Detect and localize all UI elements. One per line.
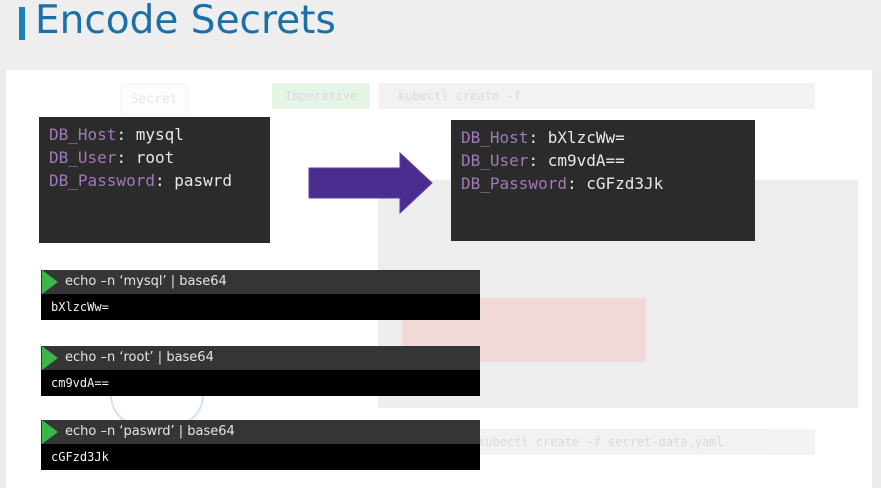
terminal-output: bXlzcWw= xyxy=(41,294,480,320)
background-imperative-label: Imperative xyxy=(272,83,370,109)
encoded-secret-row: DB_Password: cGFzd3Jk xyxy=(461,174,664,193)
secret-value: mysql xyxy=(135,125,184,144)
terminal-command-bar: echo –n ‘root’ | base64 xyxy=(41,346,480,370)
secret-key: DB_User xyxy=(461,151,529,170)
plain-secret-row: DB_User: root xyxy=(49,148,175,167)
encoded-secrets-box: DB_Host: bXlzcWw= DB_User: cm9vdA== DB_P… xyxy=(451,120,755,241)
plain-secret-row: DB_Host: mysql xyxy=(49,125,184,144)
terminal-command: echo –n ‘mysql’ | base64 xyxy=(65,274,227,289)
secret-key: DB_Host xyxy=(461,128,529,147)
terminal-snippet: echo –n ‘root’ | base64 cm9vdA== xyxy=(41,346,480,396)
secret-value: cGFzd3Jk xyxy=(586,174,664,193)
secret-value: bXlzcWw= xyxy=(547,128,625,147)
play-icon[interactable] xyxy=(42,346,58,370)
encoded-secret-row: DB_Host: bXlzcWw= xyxy=(461,128,625,147)
plain-secrets-box: DB_Host: mysql DB_User: root DB_Password… xyxy=(39,117,270,243)
background-command-1: kubectl create -f xyxy=(378,83,815,109)
terminal-command-bar: echo –n ‘paswrd’ | base64 xyxy=(41,420,480,444)
terminal-output: cGFzd3Jk xyxy=(41,444,480,470)
secret-value: root xyxy=(135,148,175,167)
secret-key: DB_Host xyxy=(49,125,117,144)
play-icon[interactable] xyxy=(42,420,58,444)
secret-key: DB_User xyxy=(49,148,117,167)
terminal-command: echo –n ‘root’ | base64 xyxy=(65,350,214,365)
play-icon[interactable] xyxy=(42,270,58,294)
secret-value: cm9vdA== xyxy=(547,151,625,170)
slide-title: Encode Secrets xyxy=(35,0,336,43)
title-accent-bar xyxy=(19,7,25,40)
terminal-snippet: echo –n ‘mysql’ | base64 bXlzcWw= xyxy=(41,270,480,320)
encoded-secret-row: DB_User: cm9vdA== xyxy=(461,151,625,170)
secret-key: DB_Password xyxy=(49,171,155,190)
terminal-command: echo –n ‘paswrd’ | base64 xyxy=(65,424,235,439)
right-arrow-icon xyxy=(308,152,433,214)
slide-header xyxy=(0,0,881,70)
terminal-output: cm9vdA== xyxy=(41,370,480,396)
terminal-command-bar: echo –n ‘mysql’ | base64 xyxy=(41,270,480,294)
plain-secret-row: DB_Password: paswrd xyxy=(49,171,233,190)
secret-key: DB_Password xyxy=(461,174,567,193)
secret-value: paswrd xyxy=(174,171,233,190)
terminal-snippet: echo –n ‘paswrd’ | base64 cGFzd3Jk xyxy=(41,420,480,470)
background-secret-label: Secret xyxy=(120,84,188,116)
